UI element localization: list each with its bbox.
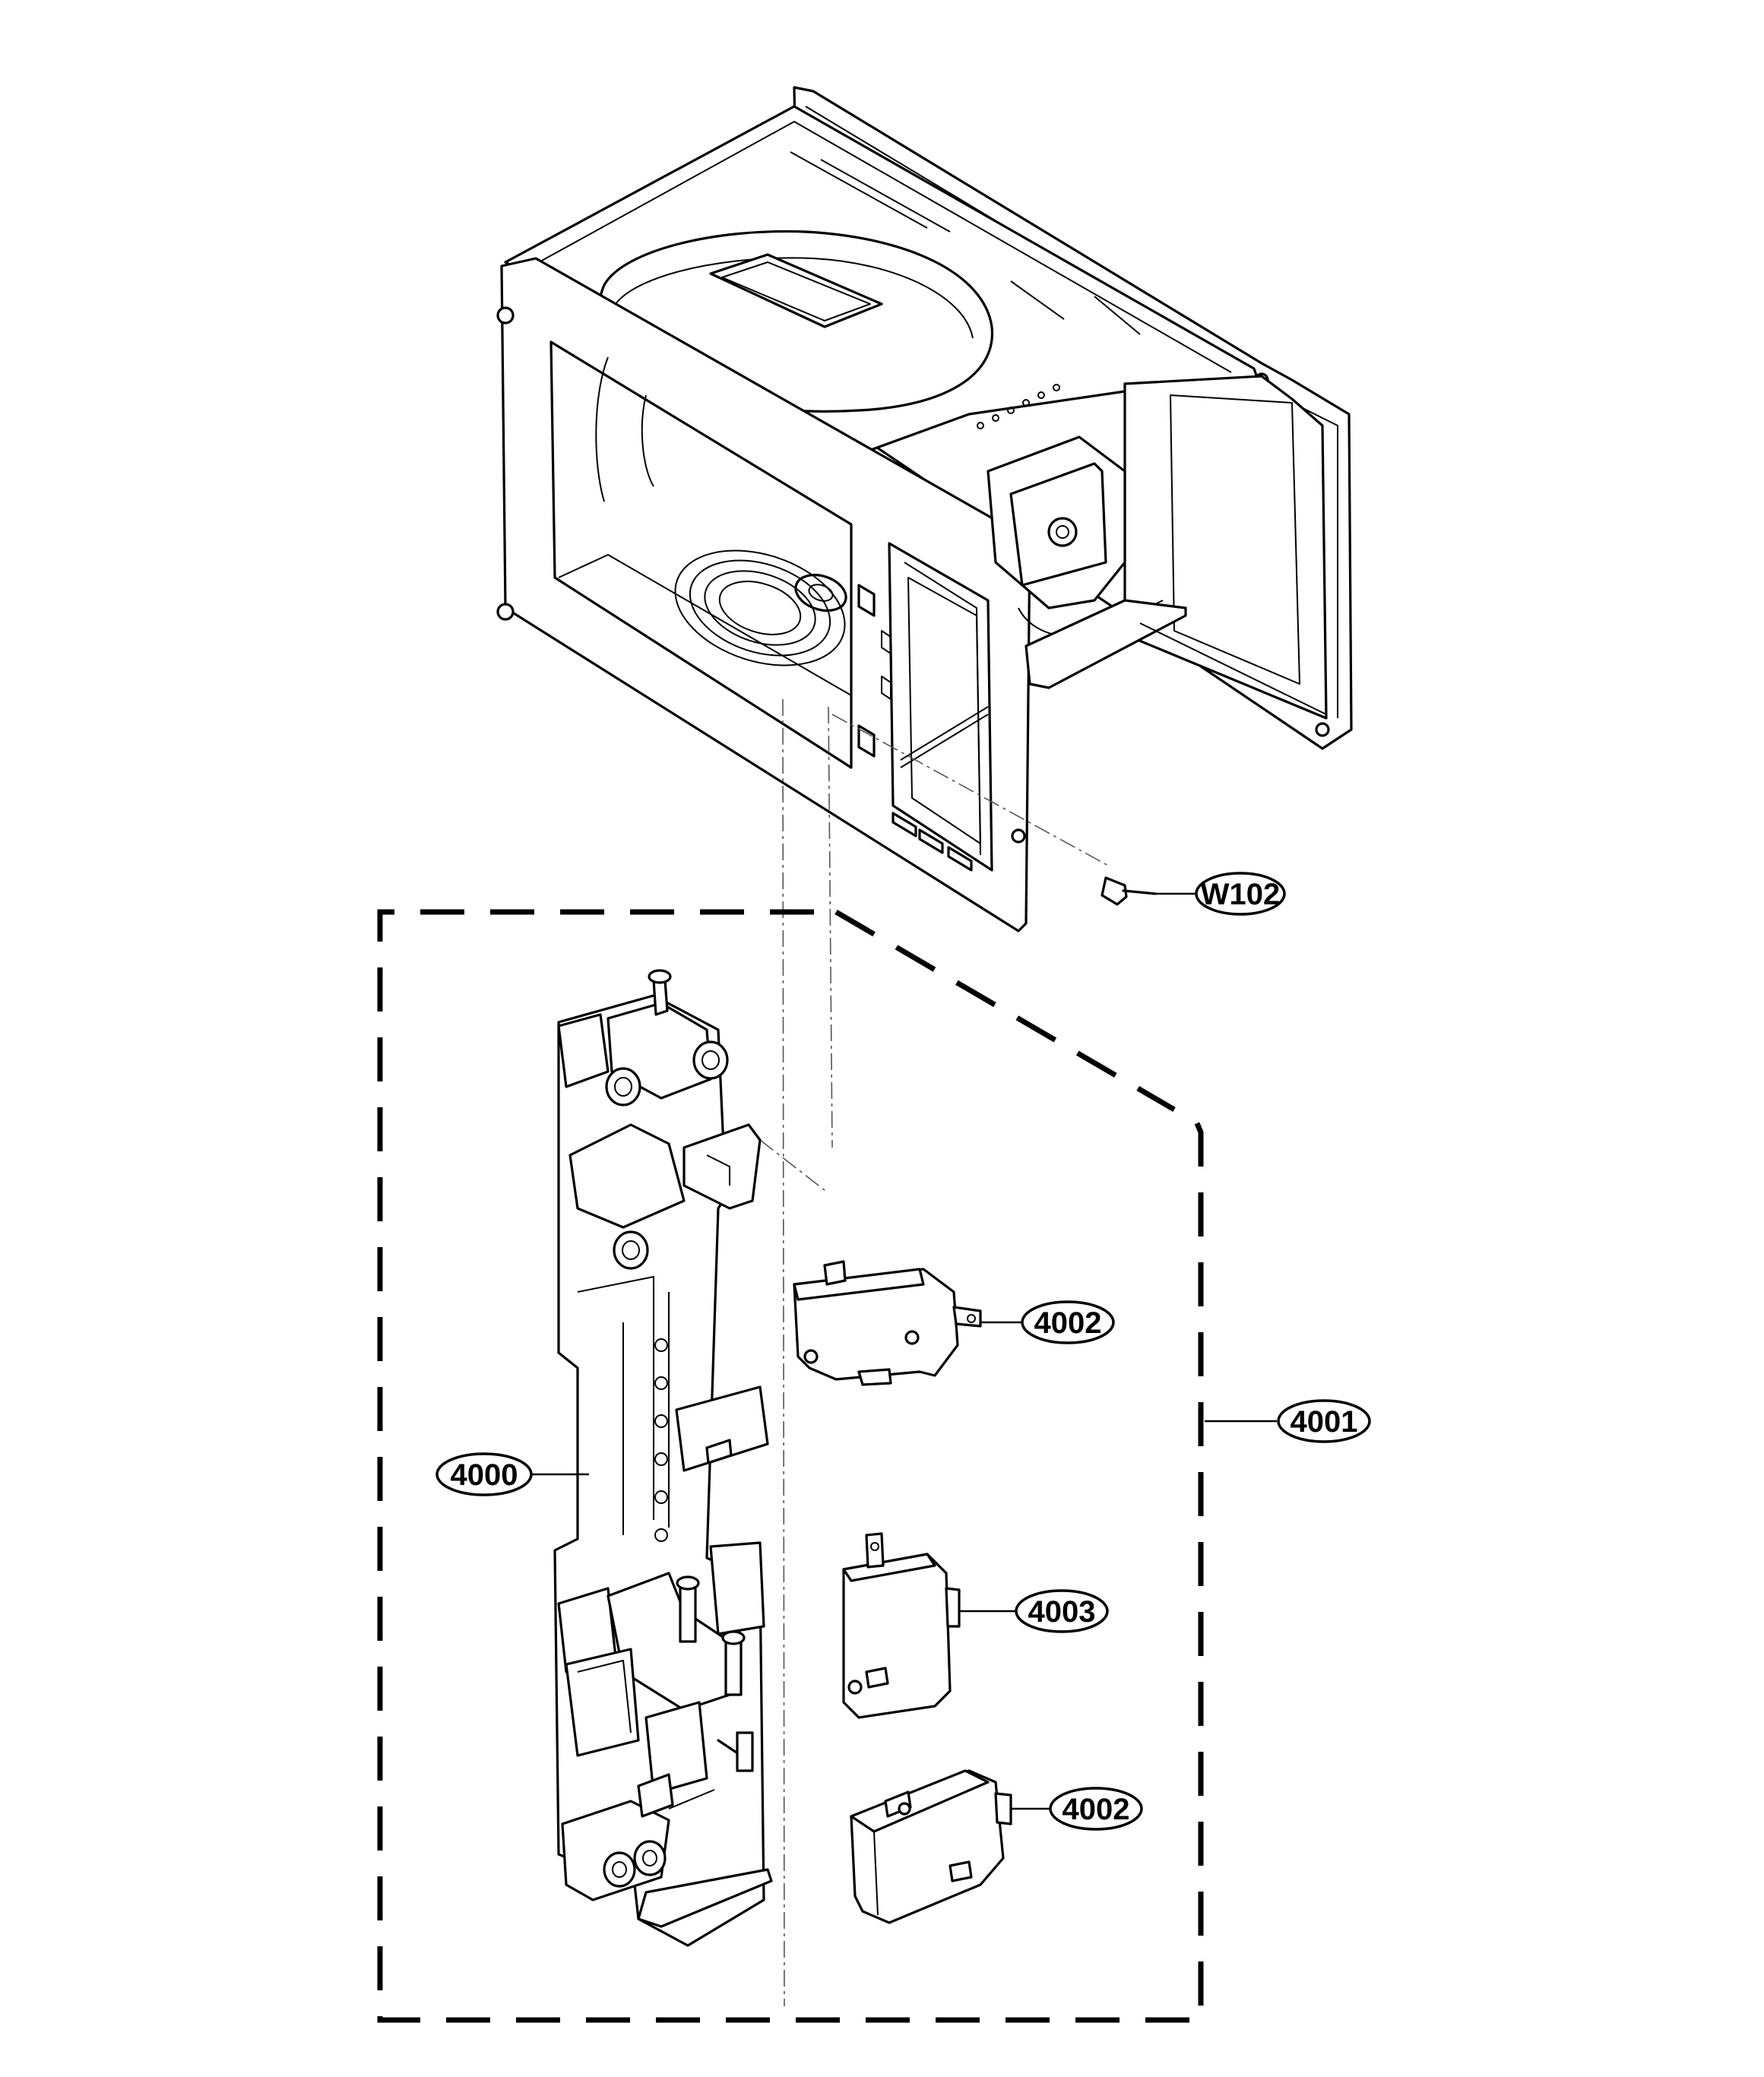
callout-4000: 4000 xyxy=(435,1452,589,1496)
callout-label-4002-bottom: 4002 xyxy=(1063,1793,1130,1826)
callout-label-4000: 4000 xyxy=(451,1458,518,1492)
micro-switch-4002-bottom xyxy=(850,1769,1012,1924)
microwave-cavity-assembly xyxy=(496,86,1353,932)
micro-switch-4002-top xyxy=(793,1260,982,1386)
assembly-boundary-4001 xyxy=(377,909,1204,2023)
callout-4003: 4003 xyxy=(959,1589,1109,1633)
callout-4001: 4001 xyxy=(1205,1399,1371,1443)
callout-label-w102: W102 xyxy=(1201,878,1281,911)
callout-label-4003: 4003 xyxy=(1028,1595,1096,1629)
callout-4002-top: 4002 xyxy=(980,1300,1115,1344)
door-latch-bracket-4000 xyxy=(553,969,773,1947)
callout-4002-bottom: 4002 xyxy=(1011,1787,1143,1831)
callout-w102: W102 xyxy=(1155,872,1286,916)
callout-label-4001: 4001 xyxy=(1291,1405,1358,1439)
screw-w102 xyxy=(1101,876,1157,906)
alignment-lines xyxy=(759,698,1110,2007)
callout-label-4002-top: 4002 xyxy=(1034,1306,1102,1340)
micro-switch-4003 xyxy=(842,1532,961,1719)
